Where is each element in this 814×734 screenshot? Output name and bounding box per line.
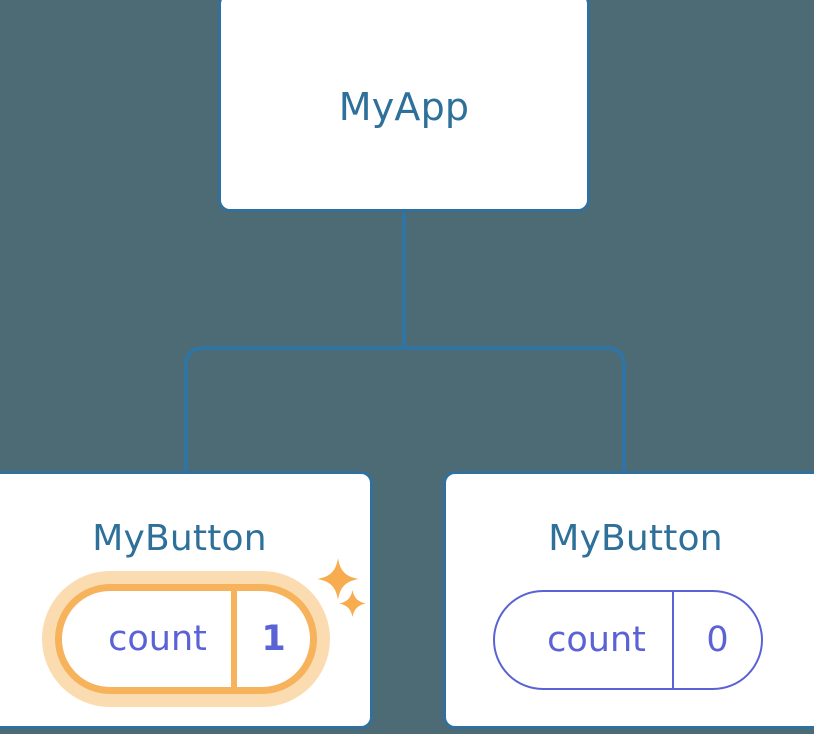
- connector-branch-bar: [184, 346, 626, 474]
- state-pill-left-body[interactable]: count 1: [55, 584, 317, 694]
- state-pill-left-glow: count 1: [42, 571, 330, 707]
- node-myapp-title: MyApp: [338, 85, 470, 129]
- node-mybutton-right-title: MyButton: [548, 518, 723, 559]
- state-pill-left-value: 1: [261, 618, 286, 659]
- state-pill-left[interactable]: count 1: [42, 571, 330, 707]
- state-pill-left-key: count: [62, 591, 237, 687]
- state-pill-right[interactable]: count 0: [493, 590, 763, 690]
- state-pill-right-body[interactable]: count 0: [493, 590, 763, 690]
- state-pill-right-key: count: [495, 592, 674, 688]
- node-myapp[interactable]: MyApp: [218, 0, 590, 212]
- node-mybutton-left-title: MyButton: [92, 518, 267, 559]
- state-pill-right-value: 0: [706, 619, 729, 660]
